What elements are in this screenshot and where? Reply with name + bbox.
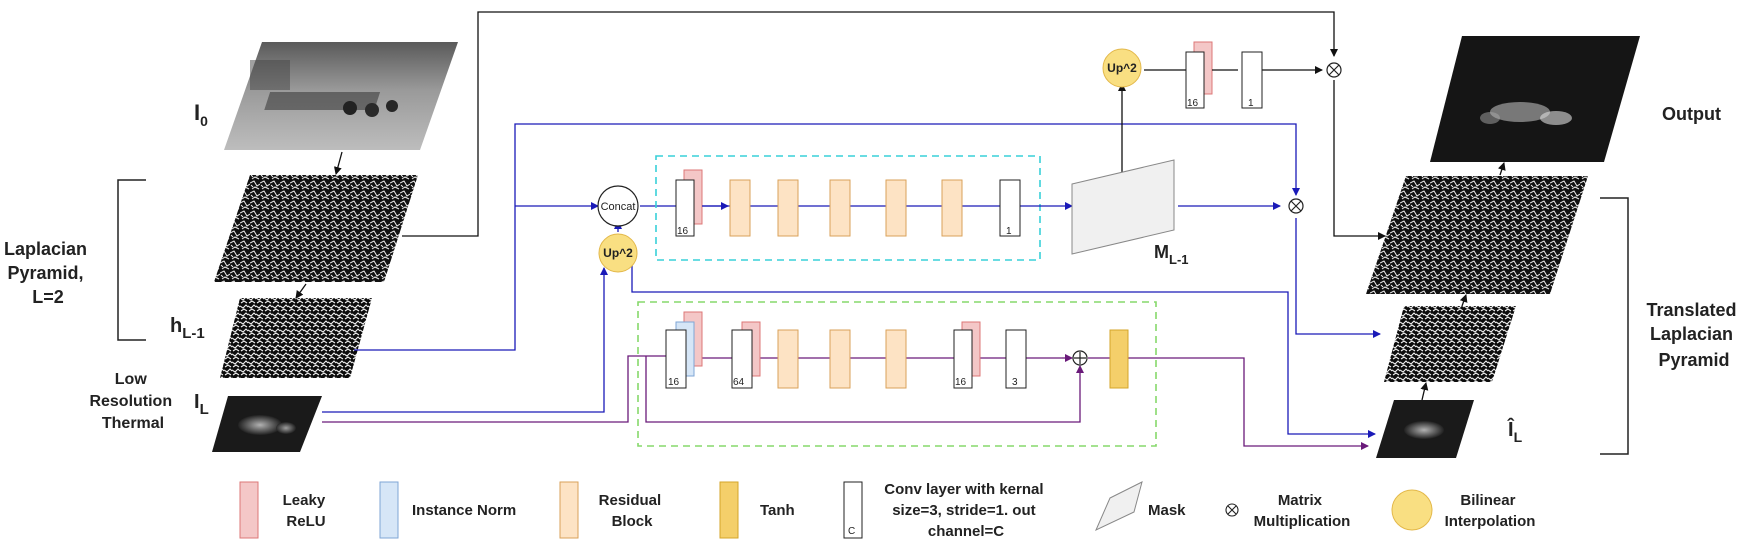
matrix-multiply-node [1288,198,1304,214]
translation-network-group [637,301,1157,447]
label-low-res-thermal: Low Resolution Thermal [89,371,176,432]
channel-label: 1 [1006,226,1012,237]
label-laplacian-pyramid: Laplacian Pyramid, L=2 [4,239,92,307]
legend-bilinear-label: Bilinear Interpolation [1445,492,1536,530]
line-h-to-mult [354,123,1300,351]
upsample-label: Up^2 [1107,61,1137,75]
label-h-l-1: hL-1 [170,315,205,342]
line-mult-to-mid-output [1295,218,1381,338]
arrow-i0-to-level [333,151,343,175]
conv-layer [999,179,1021,237]
matrix-multiply-node [1326,62,1342,78]
legend-leaky-relu-swatch [239,481,259,539]
channel-label: 64 [733,377,745,388]
arrow-to-output [1497,162,1506,176]
conv-layer [1241,51,1263,109]
residual-block [729,179,751,237]
conv-layer [731,329,753,389]
label-output: Output [1662,104,1721,124]
residual-block [829,179,851,237]
line-top-skip [402,11,1338,237]
mask-network-group [655,155,1041,261]
laplacian-level-h [220,298,372,378]
channel-label: 1 [1248,98,1254,109]
legend-matrix-mult-label: Matrix Multiplication [1254,492,1351,530]
legend-conv-swatch [843,481,863,539]
mask-output [1071,159,1175,255]
upsample-label: Up^2 [603,246,633,260]
upsample-node [1102,48,1142,88]
residual-block [941,179,963,237]
concat-node [597,185,639,227]
add-node [1072,350,1088,366]
legend-conv-label: Conv layer with kernal size=3, stride=1.… [884,481,1047,540]
conv-layer [675,179,695,237]
arrow-to-output-level [1459,294,1468,307]
legend-tanh-label: Tanh [760,502,795,519]
input-image-i0 [224,42,458,150]
legend-mask-label: Mask [1148,502,1186,519]
legend-instance-norm-swatch [379,481,399,539]
arrow-level-to-h [295,283,307,299]
line-residual-skip [645,356,1084,423]
legend-matrix-mult-swatch [1225,503,1239,517]
output-level-top [1366,176,1588,294]
conv-layer [1185,51,1205,109]
conv-layer [953,329,973,389]
conv-layer [665,329,687,389]
channel-label: 16 [1187,98,1199,109]
label-mask: ML-1 [1154,242,1189,267]
channel-label: 16 [668,377,680,388]
input-thermal-il [212,396,322,452]
line-up2-to-output [631,256,1376,438]
output-level-mid [1384,306,1516,382]
legend-instance-norm-label: Instance Norm [412,502,516,519]
channel-label: 16 [955,377,967,388]
label-il-hat: ÎL [1507,417,1523,445]
legend-tanh-swatch [719,481,739,539]
residual-block [885,329,907,389]
legend-conv-letter: C [848,526,855,537]
legend-bilinear-swatch [1391,489,1433,531]
label-i0: I0 [194,100,208,129]
output-image [1430,36,1640,162]
label-translated-pyramid: Translated Laplacian Pyramid [1646,300,1741,370]
residual-block [829,329,851,389]
legend: Leaky ReLU Instance Norm Residual Block … [239,481,1536,540]
upsample-node [598,233,638,273]
line-il-to-bottom-block [322,355,668,423]
legend-mask-swatch [1095,481,1143,532]
arrow-to-output-mid [1420,382,1429,401]
residual-block [885,179,907,237]
bracket-left [117,179,146,341]
legend-leaky-relu-label: Leaky ReLU [283,492,330,530]
concat-label: Concat [601,201,636,213]
laplacian-level-top [214,175,418,282]
line-il-to-up2 [322,267,608,413]
line-tanh-to-output [1128,357,1369,450]
output-il-hat-image [1376,400,1474,458]
bracket-right [1600,197,1629,455]
residual-block [777,329,799,389]
channel-label: 16 [677,226,689,237]
legend-residual-label: Residual Block [599,492,666,530]
legend-residual-swatch [559,481,579,539]
tanh-layer [1109,329,1129,389]
label-il: IL [194,391,209,418]
residual-block [777,179,799,237]
line-mult-to-output-level [1333,80,1386,240]
conv-layer [1005,329,1027,389]
channel-label: 3 [1012,377,1018,388]
